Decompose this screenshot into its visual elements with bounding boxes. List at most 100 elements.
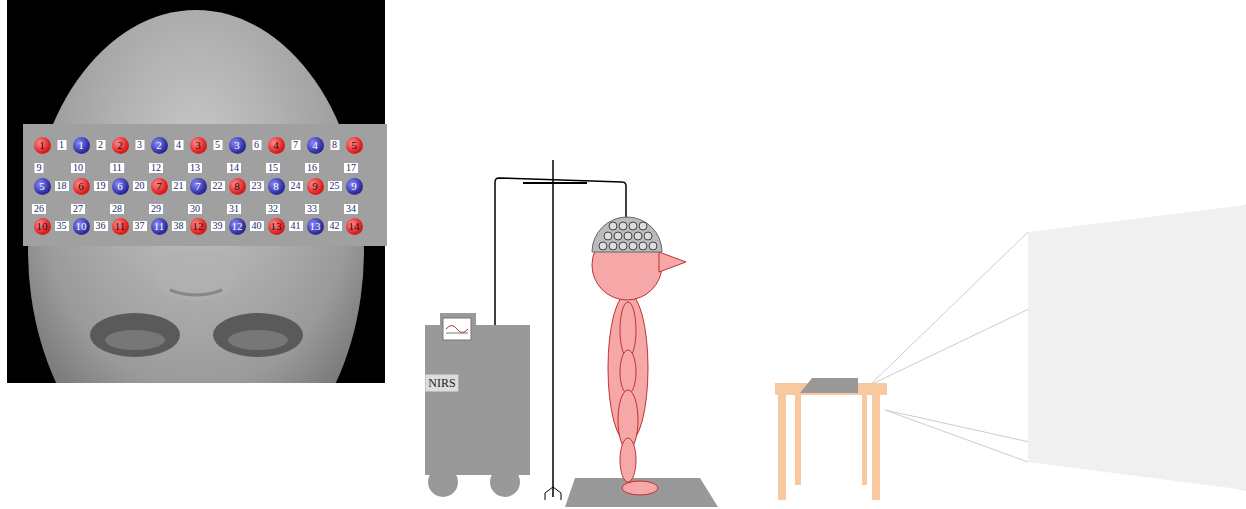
optode-number: 8 <box>273 181 279 192</box>
channel-number: 12 <box>149 163 163 173</box>
channel-number: 37 <box>133 221 147 231</box>
channel-number: 33 <box>305 204 319 214</box>
channel-number: 36 <box>94 221 108 231</box>
detector-optode: 6 <box>112 178 129 195</box>
optode-number: 5 <box>39 181 45 192</box>
person <box>592 217 686 495</box>
optode-number: 13 <box>271 221 282 232</box>
channel-number: 9 <box>35 163 44 173</box>
channel-number: 20 <box>133 181 147 191</box>
channel-number: 26 <box>32 204 46 214</box>
optode-number: 10 <box>76 221 87 232</box>
detector-optode: 12 <box>229 218 246 235</box>
source-optode: 5 <box>346 137 363 154</box>
detector-optode: 11 <box>151 218 168 235</box>
optode-number: 1 <box>39 140 45 151</box>
channel-number: 14 <box>227 163 241 173</box>
channel-number: 25 <box>328 181 342 191</box>
channel-number: 10 <box>71 163 85 173</box>
source-optode: 13 <box>268 218 285 235</box>
optode-number: 6 <box>117 181 123 192</box>
channel-number: 7 <box>291 140 300 150</box>
channel-number: 11 <box>110 163 124 173</box>
channel-number: 22 <box>211 181 225 191</box>
channel-number: 24 <box>289 181 303 191</box>
source-optode: 2 <box>112 137 129 154</box>
optode-number: 12 <box>193 221 204 232</box>
channel-number: 40 <box>250 221 264 231</box>
source-optode: 6 <box>73 178 90 195</box>
channel-number: 32 <box>266 204 280 214</box>
channel-number: 8 <box>330 140 339 150</box>
nirs-machine <box>425 178 626 497</box>
detector-optode: 1 <box>73 137 90 154</box>
detector-optode: 10 <box>73 218 90 235</box>
probe-pad <box>23 124 387 246</box>
channel-number: 23 <box>250 181 264 191</box>
optode-number: 11 <box>154 221 165 232</box>
optode-number: 11 <box>115 221 126 232</box>
detector-optode: 7 <box>190 178 207 195</box>
source-optode: 10 <box>34 218 51 235</box>
detector-optode: 8 <box>268 178 285 195</box>
channel-number: 42 <box>328 221 342 231</box>
channel-number: 2 <box>96 140 105 150</box>
optode-number: 9 <box>312 181 318 192</box>
detector-optode: 4 <box>307 137 324 154</box>
optode-number: 9 <box>351 181 357 192</box>
detector-optode: 3 <box>229 137 246 154</box>
channel-number: 38 <box>172 221 186 231</box>
table-projector <box>775 205 1246 500</box>
channel-number: 15 <box>266 163 280 173</box>
optode-number: 5 <box>351 140 357 151</box>
source-optode: 3 <box>190 137 207 154</box>
channel-number: 21 <box>172 181 186 191</box>
source-optode: 9 <box>307 178 324 195</box>
optode-number: 6 <box>78 181 84 192</box>
optode-number: 13 <box>310 221 321 232</box>
optode-number: 12 <box>232 221 243 232</box>
channel-number: 35 <box>55 221 69 231</box>
channel-number: 29 <box>149 204 163 214</box>
source-optode: 14 <box>346 218 363 235</box>
channel-number: 16 <box>305 163 319 173</box>
optode-number: 2 <box>117 140 123 151</box>
channel-number: 31 <box>227 204 241 214</box>
channel-number: 39 <box>211 221 225 231</box>
channel-number: 28 <box>110 204 124 214</box>
optode-number: 10 <box>37 221 48 232</box>
channel-number: 34 <box>344 204 358 214</box>
device-label: NIRS <box>425 375 458 392</box>
detector-optode: 5 <box>34 178 51 195</box>
channel-number: 5 <box>213 140 222 150</box>
channel-number: 18 <box>55 181 69 191</box>
channel-number: 4 <box>174 140 183 150</box>
source-optode: 12 <box>190 218 207 235</box>
channel-number: 27 <box>71 204 85 214</box>
optode-number: 4 <box>273 140 279 151</box>
channel-number: 13 <box>188 163 202 173</box>
detector-optode: 9 <box>346 178 363 195</box>
optode-number: 7 <box>195 181 201 192</box>
channel-number: 19 <box>94 181 108 191</box>
source-optode: 1 <box>34 137 51 154</box>
channel-number: 17 <box>344 163 358 173</box>
channel-number: 1 <box>57 140 66 150</box>
source-optode: 8 <box>229 178 246 195</box>
source-optode: 7 <box>151 178 168 195</box>
detector-optode: 13 <box>307 218 324 235</box>
stand-pole <box>523 160 587 500</box>
detector-optode: 2 <box>151 137 168 154</box>
optode-number: 8 <box>234 181 240 192</box>
channel-number: 3 <box>135 140 144 150</box>
cap-optodes <box>599 222 657 250</box>
optode-number: 3 <box>195 140 201 151</box>
platform <box>565 478 718 507</box>
optode-number: 7 <box>156 181 162 192</box>
optode-number: 3 <box>234 140 240 151</box>
channel-number: 41 <box>289 221 303 231</box>
source-optode: 4 <box>268 137 285 154</box>
channel-number: 30 <box>188 204 202 214</box>
optode-number: 14 <box>349 221 360 232</box>
